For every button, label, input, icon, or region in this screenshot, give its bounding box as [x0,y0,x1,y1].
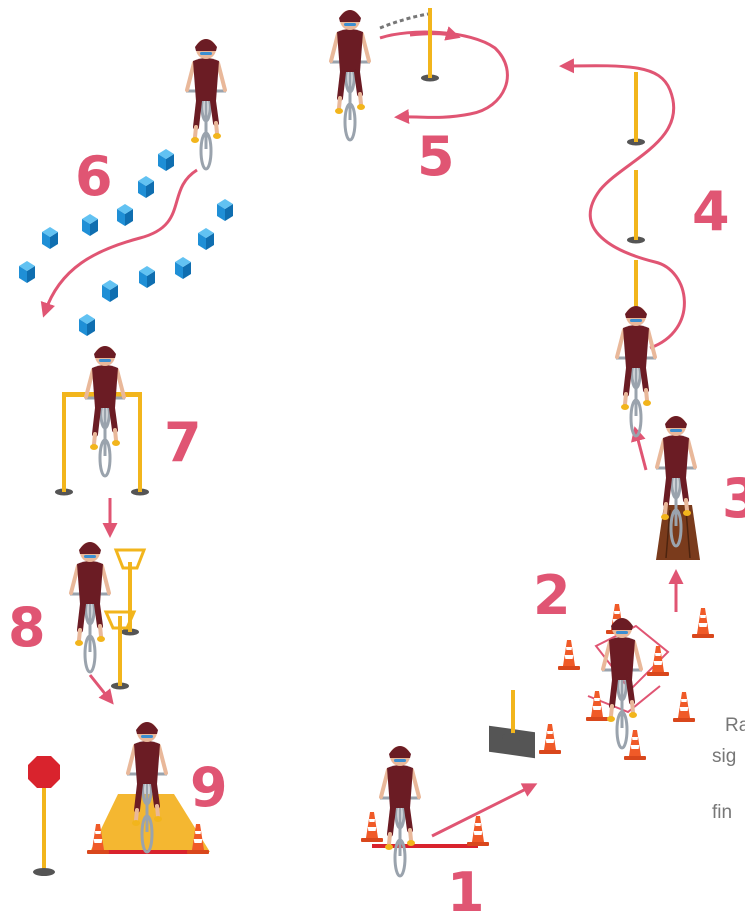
side-text-line-1: Ra [725,715,745,737]
step-number-8: 8 [8,601,46,655]
stop-sign-icon [28,756,60,876]
arrow-4-slalom [565,66,684,348]
step-number-4: 4 [692,185,730,239]
arrow-6-weave [45,170,197,312]
sign-board-icon [489,690,535,758]
side-text-line-3: fin [712,802,732,824]
station-5-chain-loop [330,8,439,140]
arrow-5-loop-top [410,34,455,36]
step-number-7: 7 [164,416,202,470]
rider-station-7 [85,346,125,476]
step-number-2: 2 [533,569,571,623]
arrow-3-to-4 [636,432,646,470]
arrow-8-to-9 [90,675,110,700]
station-9-stop-platform [28,722,210,876]
station-1-start-gate [361,746,489,876]
step-number-3: 3 [722,472,745,526]
station-4-slalom-poles [616,72,656,436]
rider-station-8 [70,542,110,672]
station-3-ramp [656,416,700,560]
station-8-basket-transfer [70,542,144,690]
station-7-limbo-bar [55,346,149,496]
step-number-9: 9 [190,761,228,815]
step-number-5: 5 [417,130,455,184]
rider-station-5 [330,10,370,140]
rider-station-4 [616,306,656,436]
rider-station-6 [186,39,226,169]
station-6-cube-slalom [19,39,233,336]
station-2-cone-box [489,604,714,760]
step-number-6: 6 [75,150,113,204]
step-number-1: 1 [447,866,485,920]
arrow-1-to-2 [432,786,532,836]
rider-station-1 [380,746,420,876]
arrow-5-loop [380,32,507,117]
side-text-line-2: sig [712,746,736,768]
